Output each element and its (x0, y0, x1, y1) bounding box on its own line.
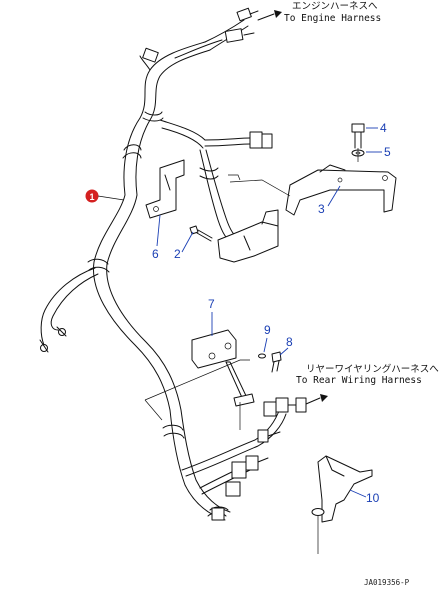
ground-terminal-branch (39, 267, 99, 353)
callout-8: 8 (279, 335, 293, 356)
bolt-4 (351, 123, 365, 149)
bracket-10 (311, 455, 373, 554)
callout-7-label: 7 (208, 297, 215, 311)
bolt-2 (189, 225, 213, 242)
reference-lines-upper (228, 148, 359, 197)
mid-connector-group (159, 119, 279, 263)
reference-lines-lower (144, 359, 250, 430)
callout-4: 4 (366, 121, 387, 135)
engine-harness-label-jp: エンジンハーネスへ (292, 1, 378, 12)
bracket-3 (285, 164, 397, 216)
document-id: JA019356-P (364, 578, 410, 587)
callout-5: 5 (366, 145, 391, 159)
rear-harness-arrow (305, 394, 328, 405)
callout-10: 10 (349, 489, 380, 505)
callout-6: 6 (152, 214, 161, 261)
callout-5-label: 5 (384, 145, 391, 159)
main-wiring-harness (87, 19, 249, 521)
bracket-6 (145, 159, 185, 219)
callout-2-label: 2 (174, 247, 181, 261)
bracket-7 (191, 329, 255, 407)
engine-harness-label-en: To Engine Harness (284, 13, 381, 24)
bolt-8 (271, 351, 282, 373)
callout-6-label: 6 (152, 247, 159, 261)
callout-9-label: 9 (264, 323, 271, 337)
callout-3: 3 (318, 185, 341, 216)
callout-1-label: 1 (89, 192, 94, 202)
callout-8-label: 8 (286, 335, 293, 349)
engine-harness-connectors (142, 7, 259, 63)
rear-harness-label-en: To Rear Wiring Harness (296, 375, 422, 386)
callout-3-label: 3 (318, 202, 325, 216)
callout-2: 2 (174, 231, 194, 261)
washer-9 (258, 353, 266, 359)
callout-9: 9 (263, 323, 271, 353)
callout-1-marker: 1 (85, 189, 125, 203)
lower-connector-group (181, 397, 307, 521)
rear-harness-label-jp: リヤーワイヤリングハーネスへ (306, 363, 439, 375)
engine-harness-arrow (257, 10, 282, 21)
callout-4-label: 4 (380, 121, 387, 135)
callout-7: 7 (208, 297, 215, 336)
callout-10-label: 10 (366, 491, 380, 505)
